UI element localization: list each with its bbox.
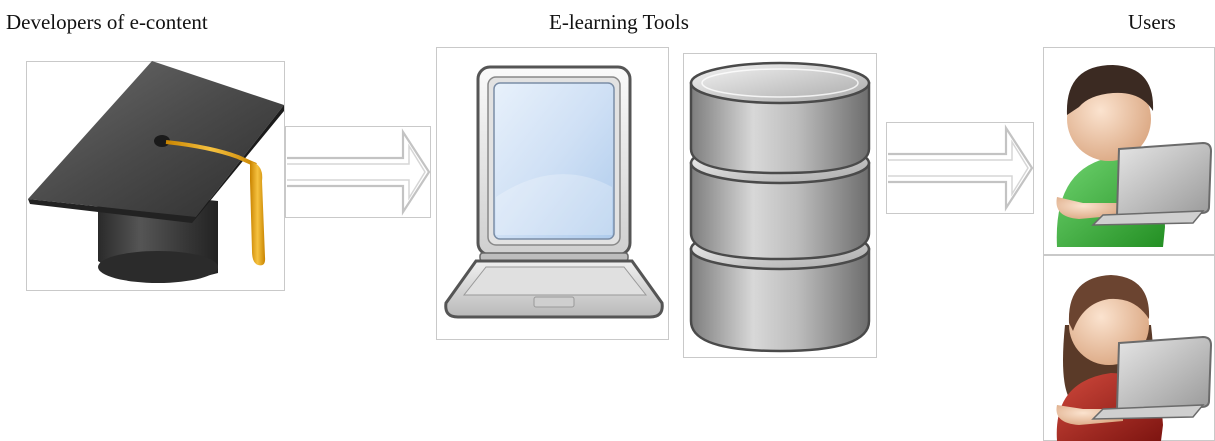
double-line-arrow-right-icon [888, 124, 1034, 212]
laptop-frame [436, 47, 669, 340]
arrow-frame-2 [886, 122, 1034, 214]
laptop-icon [444, 65, 664, 319]
double-line-arrow-right-icon [287, 128, 431, 216]
users-label: Users [1128, 10, 1176, 34]
male-user-with-laptop-icon [1056, 65, 1213, 247]
user-frame-male [1043, 47, 1215, 255]
developers-label: Developers of e-content [6, 10, 208, 34]
female-user-with-laptop-icon [1056, 275, 1213, 441]
elearning-tools-label: E-learning Tools [549, 10, 689, 34]
graduation-cap-icon [28, 61, 284, 283]
developers-frame [26, 61, 285, 291]
user-frame-female [1043, 255, 1215, 441]
database-frame [683, 53, 877, 358]
arrow-frame-1 [285, 126, 431, 218]
database-icon [689, 61, 871, 353]
